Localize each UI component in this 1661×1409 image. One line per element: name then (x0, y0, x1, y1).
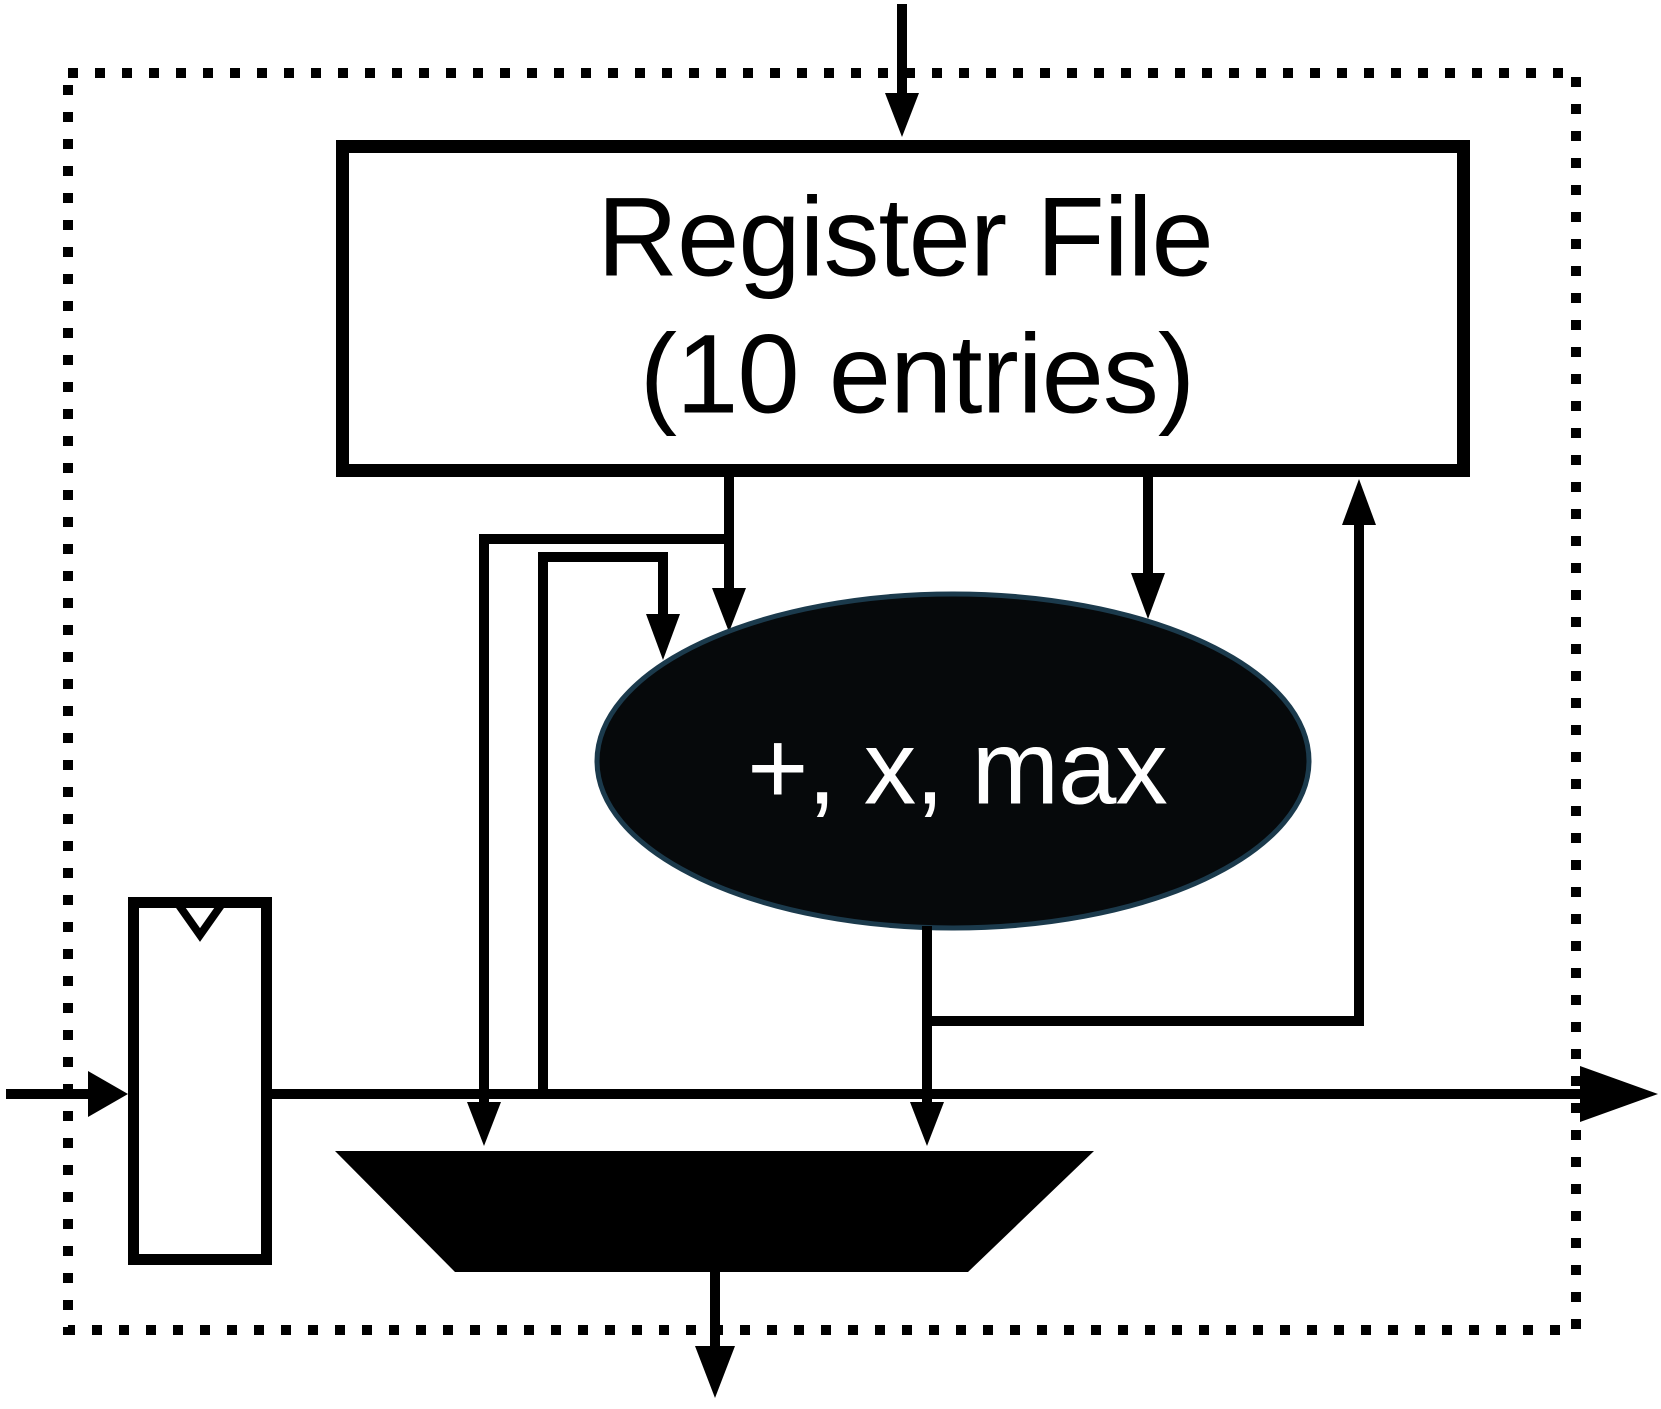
module-boundary-dotted-border (63, 68, 1581, 1335)
bus-in-arrowhead-icon (88, 1071, 128, 1117)
top-input-arrowhead-icon (885, 93, 919, 137)
mux-output-arrow (695, 1272, 735, 1398)
register-file-label-line1: Register File (597, 175, 1213, 300)
alu-output-arrowhead-icon (910, 1102, 944, 1146)
alu-ellipse (594, 591, 1312, 931)
regfile-read-a-arrow (712, 477, 746, 632)
writeback-line (927, 523, 1364, 1026)
read-b-arrowhead-icon (1131, 573, 1165, 619)
top-input-arrow (885, 4, 919, 137)
bus-operand-arrowhead-icon (646, 614, 680, 660)
mux-trapezoid (335, 1151, 1094, 1272)
register-file-label-line2: (10 entries) (640, 312, 1194, 437)
regfile-to-mux-arrow (467, 534, 729, 1146)
register-file-box (336, 140, 1470, 477)
alu-output-arrow (910, 926, 944, 1146)
mux-output-arrowhead-icon (695, 1346, 735, 1398)
writeback-arrowhead-icon (1342, 479, 1376, 525)
alu-ops-label: +, x, max (747, 710, 1167, 827)
regfile-to-mux-line (479, 534, 729, 1104)
alu-writeback-arrow (927, 479, 1376, 1026)
bus-operand-line (538, 552, 668, 1094)
bus-operand-arrow (538, 552, 680, 1094)
chevron-down-icon (172, 898, 228, 942)
bus-out-arrowhead-icon (1580, 1066, 1658, 1122)
regfile-to-mux-arrowhead-icon (467, 1102, 501, 1146)
input-register-box (128, 897, 272, 1265)
read-a-arrowhead-icon (712, 588, 746, 632)
regfile-read-b-arrow (1131, 477, 1165, 619)
